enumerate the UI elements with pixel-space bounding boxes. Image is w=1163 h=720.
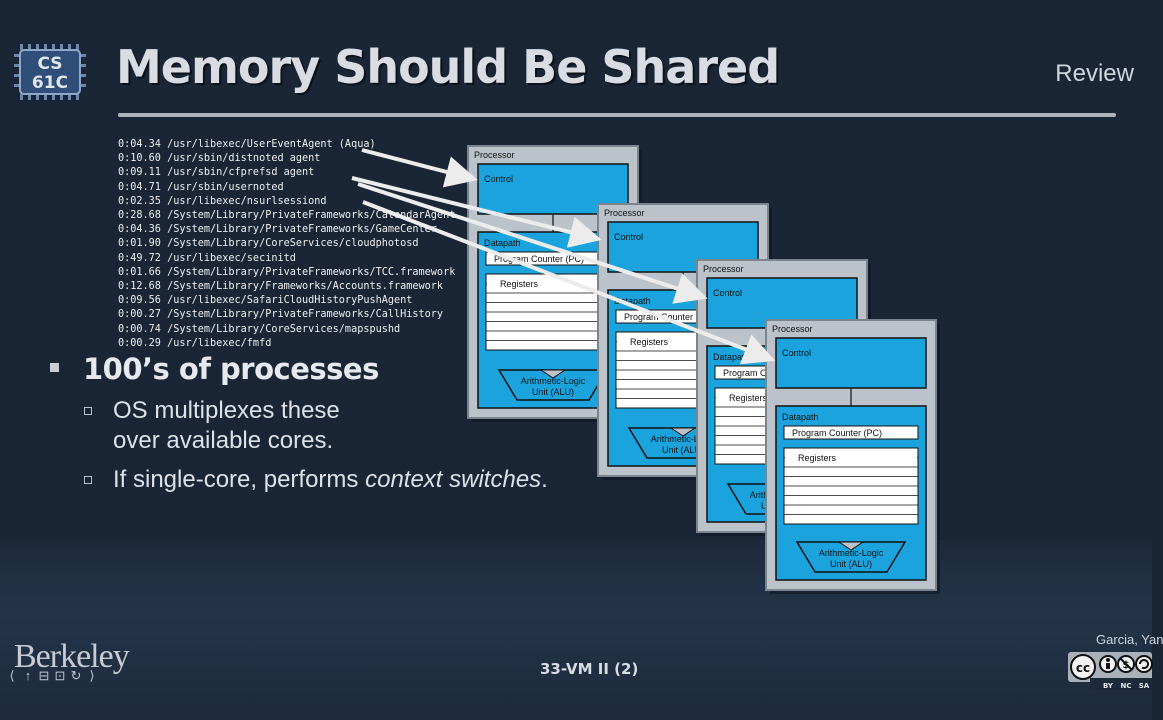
alu-label-line2: Unit (ALU) [662, 445, 704, 455]
mapping-arrow [351, 176, 602, 248]
register-label-bg [785, 450, 917, 466]
alu-label-line1: Arithmetic-Logic [651, 434, 716, 444]
process-line: 0:09.56 /usr/libexec/SafariCloudHistoryP… [118, 295, 413, 307]
process-line: 0:00.74 /System/Library/CoreServices/map… [118, 323, 401, 335]
control-label: Control [484, 174, 513, 184]
review-tag: Review [1055, 60, 1134, 87]
nav-next-icon[interactable]: ⟩ [89, 668, 95, 683]
process-line: 0:00.29 /usr/libexec/fmfd [118, 337, 272, 349]
process-line: 0:02.35 /usr/libexec/nsurlsessiond [118, 195, 327, 207]
process-line: 0:09.11 /usr/sbin/cfprefsd agent [118, 167, 315, 179]
svg-text:cc: cc [1076, 661, 1090, 675]
sub-bullet-line1: OS multiplexes these [113, 397, 340, 424]
nav-section-icon[interactable]: ⊟ [38, 668, 50, 683]
sub-bullet-prefix: If single-core, performs [113, 466, 366, 493]
alu-notch [539, 369, 567, 379]
process-line: 0:49.72 /usr/libexec/secinitd [118, 252, 296, 264]
nav-frame-icon[interactable]: ⊡ [54, 668, 66, 683]
program-counter-label: Program Counter (PC) [792, 428, 882, 438]
alu-shape [795, 541, 907, 573]
sub-bullet-emphasis: context switches [365, 466, 542, 493]
mapping-arrow [362, 200, 776, 365]
cc-by-label: BY [1103, 682, 1114, 690]
alu-label-line1: Arithmetic-Logic [819, 548, 884, 558]
alu-notch [837, 541, 865, 551]
svg-text:$: $ [1123, 660, 1130, 671]
alu-label-line2: Unit (ALU) [830, 559, 872, 569]
cs61c-logo: CS 61C [14, 44, 86, 100]
processor-label: Processor [474, 150, 515, 160]
hollow-square-icon [84, 476, 92, 484]
nav-up-icon[interactable]: ↑ [24, 668, 32, 683]
process-line: 0:04.34 /usr/libexec/UserEventAgent (Aqu… [118, 139, 376, 150]
control-label: Control [713, 288, 742, 298]
alu-label-line1: Arithmetic-Logic [521, 376, 586, 386]
process-line: 0:10.60 /usr/sbin/distnoted agent [118, 153, 321, 165]
berkeley-logo: Berkeley [14, 638, 130, 675]
alu-notch [669, 427, 697, 437]
process-list: 0:04.34 /usr/libexec/UserEventAgent (Aqu… [118, 138, 478, 349]
program-counter-box [783, 425, 919, 440]
mapping-arrow [361, 148, 478, 188]
program-counter-label: Program Counter (PC) [624, 312, 714, 322]
bullet-main-text: 100’s of processes [83, 352, 379, 386]
datapath-label: Datapath [713, 352, 750, 362]
processor-label: Processor [604, 208, 645, 218]
cc-nc-label: NC [1121, 682, 1132, 690]
sub-bullet-multiplex: OS multiplexes these over available core… [84, 396, 340, 456]
sub-bullet-line2: over available cores. [113, 427, 334, 454]
sub-bullet-context: If single-core, performs context switche… [84, 465, 548, 495]
processor-label: Processor [772, 324, 813, 334]
title-divider [118, 113, 1116, 117]
process-line: 0:00.27 /System/Library/PrivateFramework… [118, 309, 444, 321]
process-line: 0:28.68 /System/Library/PrivateFramework… [118, 210, 456, 222]
process-line: 0:01.90 /System/Library/CoreServices/clo… [118, 238, 419, 250]
author-credit: Garcia, Yan [1096, 632, 1163, 647]
process-line: 0:04.71 /usr/sbin/usernoted [118, 181, 284, 193]
bullet-main: 100’s of processes [50, 352, 379, 386]
bullet-square-icon [50, 362, 59, 372]
registers-label: Registers [630, 337, 669, 347]
mapping-arrow [357, 182, 708, 304]
logo-line1: CS [37, 54, 62, 74]
control-label: Control [614, 232, 643, 242]
cc-icon [1070, 654, 1096, 680]
control-label: Control [782, 348, 811, 358]
footer-band [0, 540, 1152, 720]
sub-bullet-suffix: . [541, 466, 548, 493]
hollow-square-icon [84, 407, 92, 415]
slide-title: Memory Should Be Shared [116, 40, 780, 94]
registers-label: Registers [729, 393, 768, 403]
nav-prev-icon[interactable]: ⟨ [9, 668, 15, 683]
slide-nav-bar: ⟨ ↑ ⊟ ⊡ ↻ ⟩ [6, 668, 98, 686]
sa-icon [1135, 655, 1153, 673]
cc-sa-label: SA [1139, 682, 1150, 690]
program-counter-label: Program Counter (PC) [494, 254, 584, 264]
datapath-label: Datapath [484, 238, 521, 248]
datapath-label: Datapath [782, 412, 819, 422]
registers-label: Registers [500, 279, 539, 289]
processor-label: Processor [703, 264, 744, 274]
logo-line2: 61C [32, 73, 68, 93]
process-line: 0:12.68 /System/Library/Frameworks/Accou… [118, 281, 444, 293]
process-line: 0:01.66 /System/Library/PrivateFramework… [118, 266, 456, 278]
cc-license-badge: cc $ BY NC SA [1068, 652, 1153, 690]
control-block [775, 337, 927, 389]
alu-label-line2: Unit (ALU) [532, 387, 574, 397]
nav-return-icon[interactable]: ↻ [70, 668, 82, 683]
datapath-label: Datapath [614, 296, 651, 306]
process-line: 0:04.36 /System/Library/PrivateFramework… [118, 224, 437, 236]
registers-label: Registers [798, 453, 837, 463]
slide-number: 33-VM II (2) [540, 660, 639, 678]
alu-shape [497, 369, 609, 401]
